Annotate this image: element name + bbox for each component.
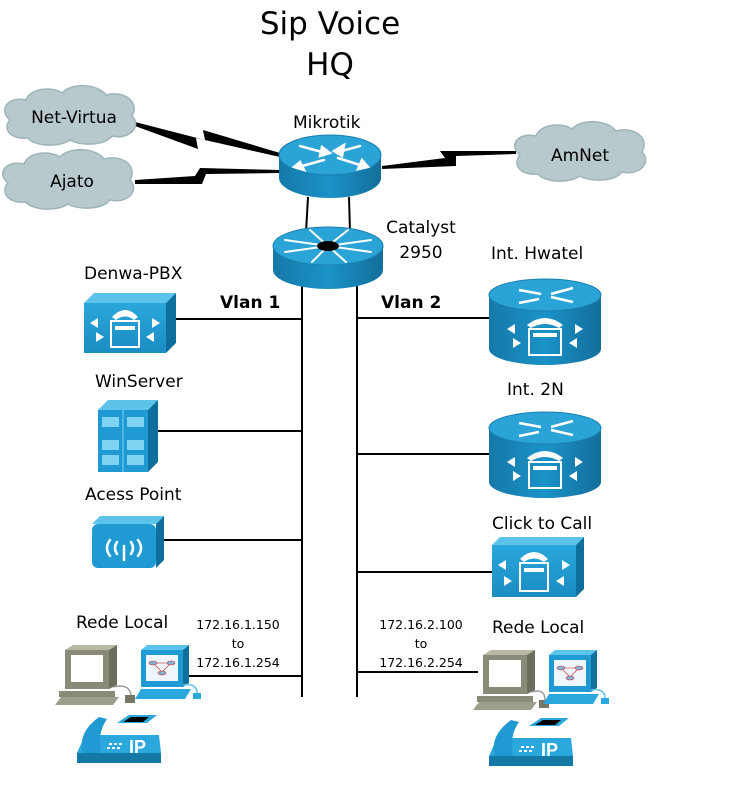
cloud-amnet xyxy=(514,121,647,182)
device-label-access-point: Acess Point xyxy=(85,485,182,505)
voice-gateway-icon[interactable] xyxy=(488,411,602,498)
workstation-icon xyxy=(543,650,609,704)
vlan2-label: Vlan 2 xyxy=(381,293,442,313)
cloud-label-net-virtua: Net-Virtua xyxy=(31,108,117,128)
trunk-link-1 xyxy=(305,196,309,233)
switch-label-line1: Catalyst xyxy=(386,218,456,238)
device-label-denwa-pbx: Denwa-PBX xyxy=(84,264,183,284)
ip-range-vlan1-end: 172.16.1.254 xyxy=(196,655,280,670)
diagram-title-line2: HQ xyxy=(306,47,354,83)
router-label: Mikrotik xyxy=(293,113,361,133)
ip-phone-icon: IP xyxy=(77,715,161,763)
switch-label-line2: 2950 xyxy=(399,243,443,263)
svg-text:IP: IP xyxy=(541,740,558,760)
ip-range-vlan2-end: 172.16.2.254 xyxy=(379,655,463,670)
ip-range-vlan2: 172.16.2.100 to 172.16.2.254 xyxy=(366,615,476,672)
wan-link-net-virtua xyxy=(135,122,280,157)
svg-text:IP: IP xyxy=(129,737,146,757)
ip-phone-icon: IP xyxy=(489,718,573,766)
device-label-winserver: WinServer xyxy=(95,372,183,392)
switch-icon[interactable] xyxy=(272,226,384,289)
ip-range-vlan1-start: 172.16.1.150 xyxy=(196,617,280,632)
device-label-click-to-call: Click to Call xyxy=(492,514,593,534)
cloud-ajato xyxy=(2,149,135,210)
device-label-rede-local-1: Rede Local xyxy=(76,613,169,633)
cloud-net-virtua xyxy=(4,85,137,146)
pbx-icon[interactable] xyxy=(84,293,176,353)
ip-range-vlan2-start: 172.16.2.100 xyxy=(379,617,463,632)
voice-gateway-icon[interactable] xyxy=(488,278,602,365)
device-label-int-2n: Int. 2N xyxy=(507,380,564,400)
workstations-icon[interactable]: IP xyxy=(473,650,609,766)
router-icon[interactable] xyxy=(278,134,382,198)
diagram-title-line1: Sip Voice xyxy=(259,6,401,42)
trunk-link-2 xyxy=(348,196,351,233)
wan-link-ajato xyxy=(135,168,280,184)
device-label-rede-local-2: Rede Local xyxy=(492,618,585,638)
pc-icon xyxy=(473,650,549,710)
pc-icon xyxy=(55,645,135,705)
workstations-icon[interactable]: IP xyxy=(55,645,201,763)
cloud-label-amnet: AmNet xyxy=(550,146,610,166)
vlan1-label: Vlan 1 xyxy=(220,293,281,313)
workstation-icon xyxy=(135,645,201,699)
ip-range-vlan1-sep: to xyxy=(231,636,245,651)
device-label-int-hwatel: Int. Hwatel xyxy=(491,244,584,264)
ip-range-vlan2-sep: to xyxy=(414,636,428,651)
cloud-label-ajato: Ajato xyxy=(50,172,94,192)
ip-range-vlan1: 172.16.1.150 to 172.16.1.254 xyxy=(183,615,293,672)
server-icon[interactable] xyxy=(98,400,158,472)
access-point-icon[interactable] xyxy=(92,516,164,568)
wan-link-amnet xyxy=(382,151,516,169)
pbx-icon[interactable] xyxy=(492,537,584,597)
